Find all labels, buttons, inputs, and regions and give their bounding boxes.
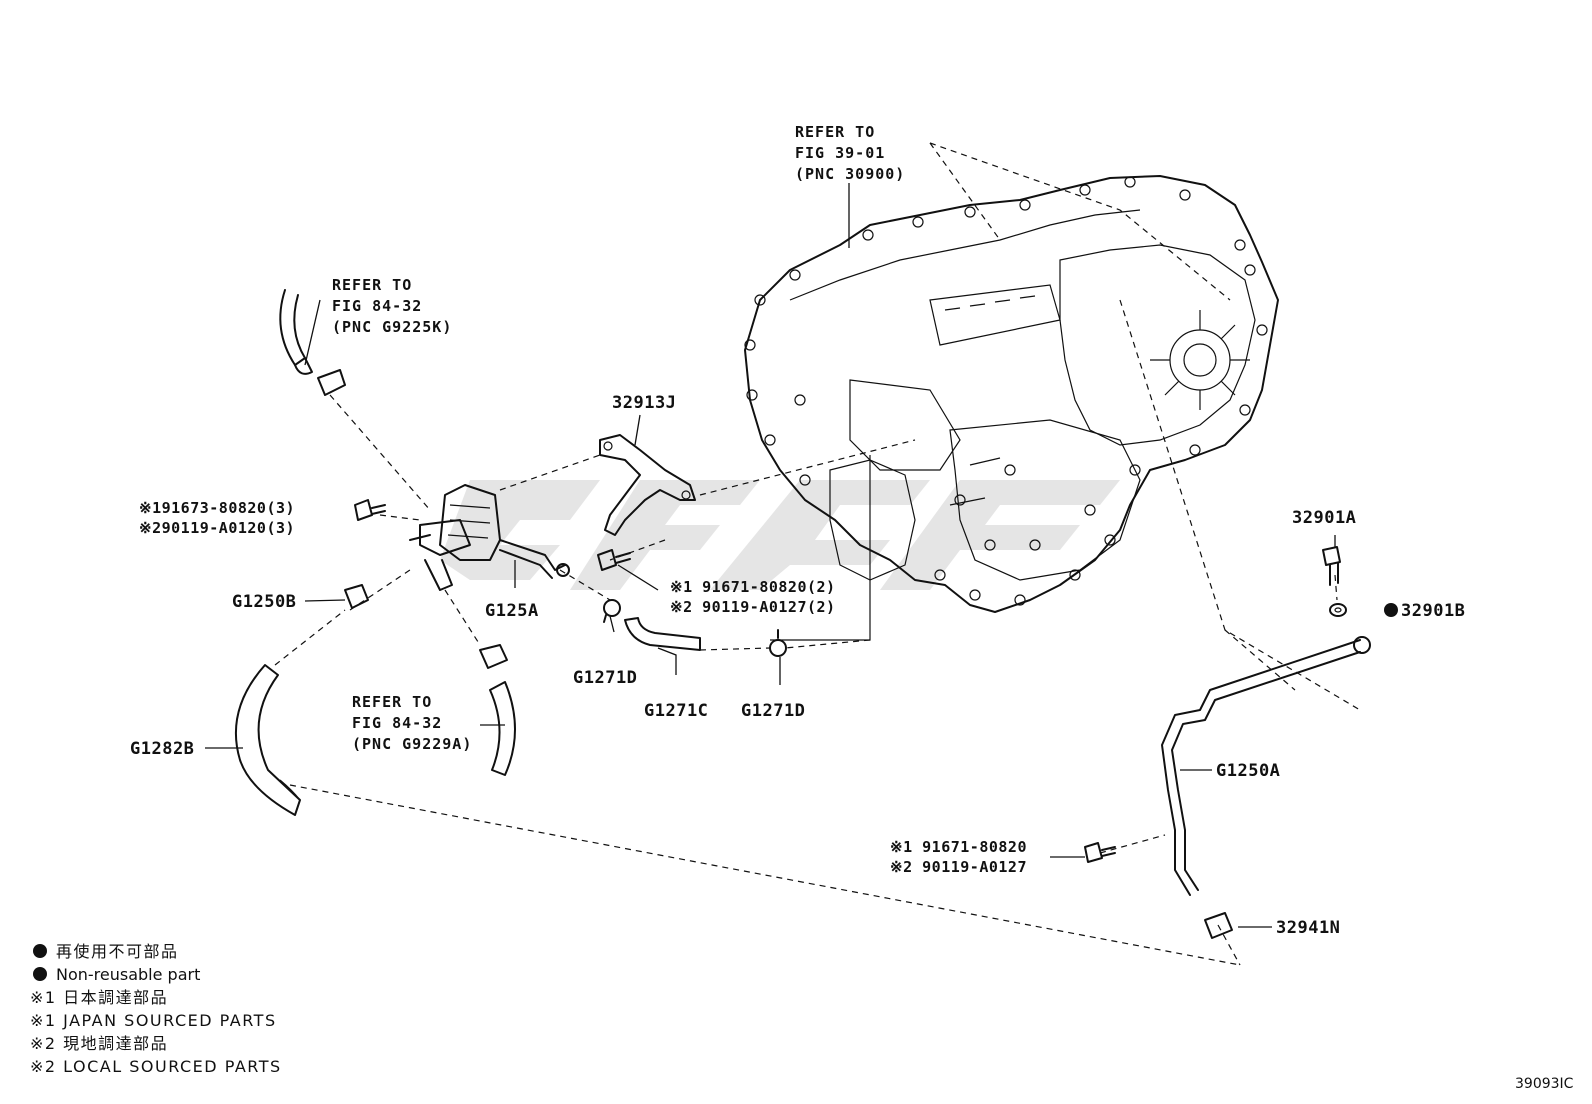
label-bolt-mid-jp[interactable]: ※1 91671-80820(2) xyxy=(670,578,836,596)
reference-line-3: (PNC G9229A) xyxy=(352,735,472,753)
bolt-low xyxy=(1084,842,1116,863)
label-g1250b[interactable]: G1250B xyxy=(232,592,296,612)
legend-nonreusable-jp: 再使用不可部品 xyxy=(56,942,179,961)
legend-japan-en: ※1 JAPAN SOURCED PARTS xyxy=(30,1011,277,1030)
reference-transaxle: REFER TO FIG 39-01 (PNC 30900) xyxy=(795,123,905,183)
label-g1250a[interactable]: G1250A xyxy=(1216,761,1280,781)
legend-local-en: ※2 LOCAL SOURCED PARTS xyxy=(30,1057,282,1076)
label-bolt-left-local[interactable]: ※290119-A0120(3) xyxy=(139,519,295,537)
pipe-g1250a xyxy=(1161,636,1371,896)
label-bolt-left-jp[interactable]: ※191673-80820(3) xyxy=(139,499,295,517)
reference-line-1: REFER TO xyxy=(332,276,412,294)
label-g1271d-1[interactable]: G1271D xyxy=(573,668,637,688)
reference-line-3: (PNC G9225K) xyxy=(332,318,452,336)
housing-bolt-holes xyxy=(744,176,1268,606)
bolt-32901a xyxy=(1322,546,1341,586)
reference-line-3: (PNC 30900) xyxy=(795,165,905,183)
hose-lower-ref xyxy=(489,681,516,776)
nonreusable-dot-icon xyxy=(1384,603,1398,617)
clamp-g1271d-1 xyxy=(603,599,621,623)
clip-32941n xyxy=(1204,912,1233,939)
hose-upper-ref xyxy=(279,289,313,375)
leader-lines xyxy=(205,183,1336,928)
nonreusable-dot-icon xyxy=(33,967,47,981)
clamp-g1271d-2 xyxy=(769,629,787,657)
label-32941n[interactable]: 32941N xyxy=(1276,918,1340,938)
label-g1271c[interactable]: G1271C xyxy=(644,701,708,721)
bracket-32913j xyxy=(599,434,696,536)
label-g125a[interactable]: G125A xyxy=(485,601,539,621)
figure-code: 39093IC xyxy=(1515,1076,1574,1092)
reference-line-2: FIG 84-32 xyxy=(352,714,442,732)
reference-line-1: REFER TO xyxy=(352,693,432,711)
part-labels: 32913J ※191673-80820(3) ※290119-A0120(3)… xyxy=(130,393,1465,938)
label-bolt-low-local[interactable]: ※2 90119-A0127 xyxy=(890,858,1027,876)
watermark-logo xyxy=(440,480,1120,590)
reference-hose-upper: REFER TO FIG 84-32 (PNC G9225K) xyxy=(332,276,452,336)
legend: 再使用不可部品 Non-reusable part ※1 日本調達部品 ※1 J… xyxy=(30,942,282,1076)
hose-g1271c xyxy=(624,617,701,651)
legend-nonreusable-en: Non-reusable part xyxy=(56,965,200,984)
transaxle-assembly xyxy=(744,175,1279,641)
label-32901b[interactable]: 32901B xyxy=(1401,601,1465,621)
oil-cooler-g125a xyxy=(409,484,570,591)
legend-local-jp: ※2 現地調達部品 xyxy=(30,1034,168,1053)
nonreusable-dot-icon xyxy=(33,944,47,958)
reference-line-2: FIG 84-32 xyxy=(332,297,422,315)
gasket-32901b xyxy=(1329,603,1347,617)
label-bolt-low-jp[interactable]: ※1 91671-80820 xyxy=(890,838,1027,856)
clip-g1250b xyxy=(344,584,369,609)
label-g1271d-2[interactable]: G1271D xyxy=(741,701,805,721)
assembly-lines xyxy=(274,142,1361,966)
reference-line-1: REFER TO xyxy=(795,123,875,141)
label-g1282b[interactable]: G1282B xyxy=(130,739,194,759)
bolt-mid xyxy=(597,549,631,571)
legend-japan-jp: ※1 日本調達部品 xyxy=(30,988,168,1007)
label-32901a[interactable]: 32901A xyxy=(1292,508,1356,528)
reference-line-2: FIG 39-01 xyxy=(795,144,885,162)
hose-clip-lower xyxy=(479,644,508,669)
hose-clip-upper xyxy=(317,369,346,396)
label-32913j[interactable]: 32913J xyxy=(612,393,676,413)
reference-hose-lower: REFER TO FIG 84-32 (PNC G9229A) xyxy=(352,693,472,753)
label-bolt-mid-local[interactable]: ※2 90119-A0127(2) xyxy=(670,598,836,616)
hose-g1282b xyxy=(234,664,301,816)
bolt-left xyxy=(354,499,386,521)
